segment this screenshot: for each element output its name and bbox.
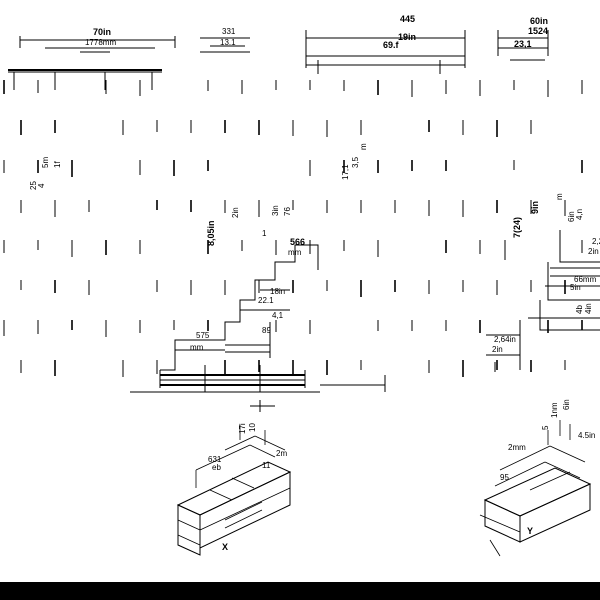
dash-hatch-field	[3, 80, 583, 377]
dim-13-1: 13.1	[220, 38, 236, 47]
dim-1524: 1524	[528, 26, 548, 36]
dim-2-64in: 2,64in	[494, 335, 516, 344]
top-left-dimension: 70in 1778mm	[8, 27, 176, 90]
iso-dim-2m: 2m	[276, 449, 287, 458]
dim-9in: 9in	[530, 201, 540, 214]
dim-17-1: 17,1	[341, 164, 350, 180]
iso-dim-95: 95	[500, 473, 509, 482]
label-1f: 1f	[53, 161, 62, 168]
dim-2in: 2in	[231, 207, 240, 218]
right-elevation: 7(24) 9in m 6in 4,n 2,2 2in 66mm 5in 4b …	[486, 193, 600, 372]
dim-76: 76	[283, 207, 292, 216]
dim-331: 331	[222, 27, 236, 36]
iso-dim-6in: 6in	[562, 399, 571, 410]
dim-4in-right: 4in	[584, 303, 593, 314]
dim-mm-575: mm	[190, 343, 204, 352]
dim-2-2: 2,2	[592, 237, 600, 246]
iso-axis-x: X	[222, 542, 228, 552]
dim-mm-566: mm	[288, 248, 302, 257]
dim-69f: 69.f	[383, 40, 400, 50]
dim-m-right: m	[555, 193, 564, 200]
left-labels: 5m 1f 25 4	[29, 157, 62, 190]
dim-8-05in: 8,05in	[206, 220, 216, 246]
dim-66mm: 66mm	[574, 275, 597, 284]
dim-7-24: 7(24)	[512, 217, 522, 238]
dim-22-1: 22.1	[258, 296, 274, 305]
dim-23: 23,1	[514, 39, 532, 49]
dim-19in: 19in	[398, 32, 416, 42]
dim-89: 89	[262, 326, 271, 335]
label-4: 4	[37, 183, 46, 188]
iso-dim-1nm: 1nm	[550, 402, 559, 418]
dim-18in: 18in	[270, 287, 285, 296]
iso-dim-4-5in: 4.5in	[578, 431, 595, 440]
dim-566: 566	[290, 237, 305, 247]
iso-dim-5: 5	[541, 425, 550, 430]
iso-axis-y: Y	[527, 526, 533, 536]
dim-6in: 6in	[567, 211, 576, 222]
dim-m: m	[359, 143, 368, 150]
dim-3-5: 3,5	[351, 156, 360, 168]
dim-70in: 70in	[93, 27, 111, 37]
top-mid-dimension: 331 13.1	[200, 27, 250, 53]
iso-dim-631: 631	[208, 455, 222, 464]
dim-1: 1	[262, 229, 267, 238]
top-right-dimension: 445 19in 69.f	[305, 14, 466, 74]
right-isometric-view: 2mm 5 1nm 6in 4.5in 95 Y	[479, 399, 595, 557]
dim-4b: 4b	[575, 305, 584, 314]
dim-445: 445	[400, 14, 415, 24]
dim-3in: 3in	[271, 205, 280, 216]
dim-60in: 60in	[530, 16, 548, 26]
iso-dim-eb: eb	[212, 463, 221, 472]
dim-4n: 4,n	[575, 209, 584, 220]
label-25: 25	[29, 181, 38, 190]
dim-575: 575	[196, 331, 210, 340]
dim-5in: 5in	[570, 283, 581, 292]
top-far-right-dimension: 60in 1524 23,1	[497, 16, 549, 61]
dim-2in-b: 2in	[492, 345, 503, 354]
iso-dim-17i: 17i	[238, 423, 247, 434]
iso-dim-2mm: 2mm	[508, 443, 526, 452]
dim-2in-right: 2in	[588, 247, 599, 256]
left-isometric-view: 631 eb 17i 10 2m 11 X	[176, 423, 292, 556]
iso-dim-10: 10	[248, 423, 257, 432]
dim-1778mm: 1778mm	[85, 38, 116, 47]
iso-dim-11: 11	[262, 461, 271, 470]
stair-section: 575 mm 89 22.1 4,1 18in 566 mm 1 8,05in …	[130, 143, 386, 412]
dim-4-1: 4,1	[272, 311, 284, 320]
label-5m: 5m	[41, 157, 50, 168]
bottom-bar	[0, 582, 600, 600]
